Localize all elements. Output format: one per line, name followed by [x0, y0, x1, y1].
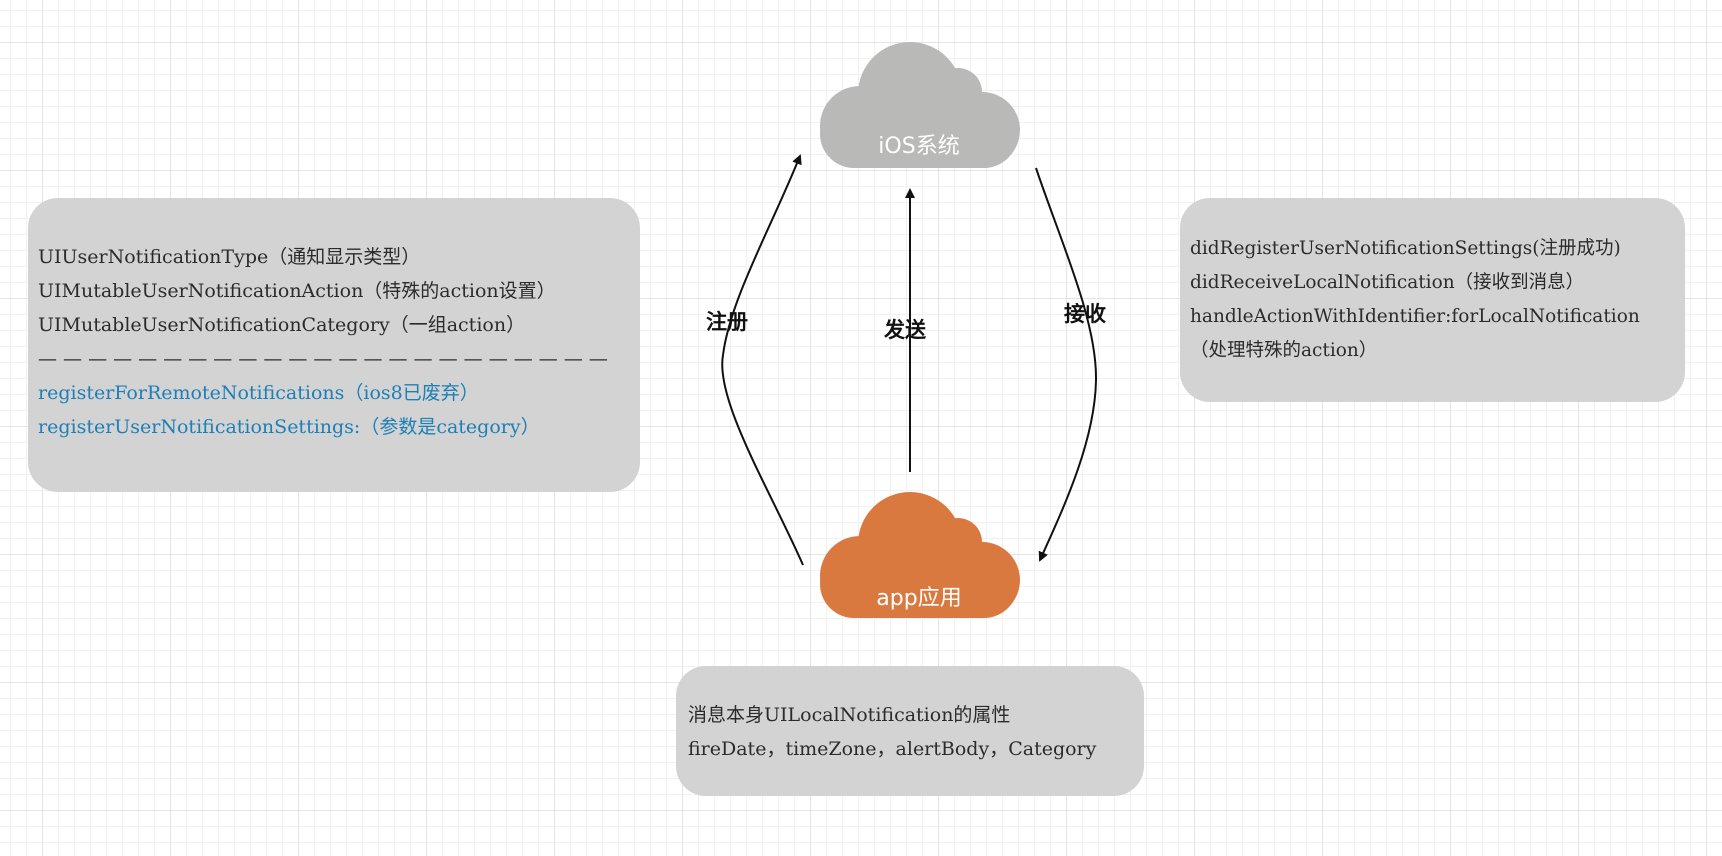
app-cloud: app应用 — [818, 490, 1020, 620]
register-remote-line: registerForRemoteNotifications（ios8已废弃） — [38, 382, 479, 404]
register-label: 注册 — [706, 309, 748, 334]
app-label: app应用 — [876, 586, 962, 611]
callback-methods-box: didRegisterUserNotificationSettings(注册成功… — [1180, 198, 1685, 402]
receive-arrow — [1035, 167, 1098, 562]
did-receive-line: didReceiveLocalNotification（接收到消息） — [1190, 272, 1585, 293]
properties-title-line: 消息本身UILocalNotification的属性 — [688, 704, 1011, 726]
registration-api-box: UIUserNotificationType（通知显示类型） UIMutable… — [28, 198, 640, 492]
receive-label: 接收 — [1064, 301, 1106, 326]
register-settings-line: registerUserNotificationSettings:（参数是cat… — [38, 416, 540, 438]
register-arrow — [721, 154, 804, 566]
notification-properties-box: 消息本身UILocalNotification的属性 fireDate，time… — [676, 666, 1144, 796]
handle-action-line: handleActionWithIdentifier:forLocalNotif… — [1190, 306, 1640, 327]
cloud-icon — [820, 42, 1020, 168]
ios-system-cloud: iOS系统 — [818, 40, 1020, 170]
send-label: 发送 — [884, 317, 926, 342]
notification-category-line: UIMutableUserNotificationCategory（一组acti… — [38, 314, 526, 336]
cloud-icon — [820, 492, 1020, 618]
divider-line: — — — — — — — — — — — — — — — — — — — — … — [38, 348, 608, 370]
properties-list-line: fireDate，timeZone，alertBody，Category — [688, 738, 1097, 760]
notification-type-line: UIUserNotificationType（通知显示类型） — [38, 246, 421, 268]
did-register-line: didRegisterUserNotificationSettings(注册成功… — [1190, 238, 1621, 259]
handle-action-note-line: （处理特殊的action） — [1190, 340, 1378, 361]
ios-system-label: iOS系统 — [878, 134, 960, 159]
notification-action-line: UIMutableUserNotificationAction（特殊的actio… — [38, 280, 556, 302]
